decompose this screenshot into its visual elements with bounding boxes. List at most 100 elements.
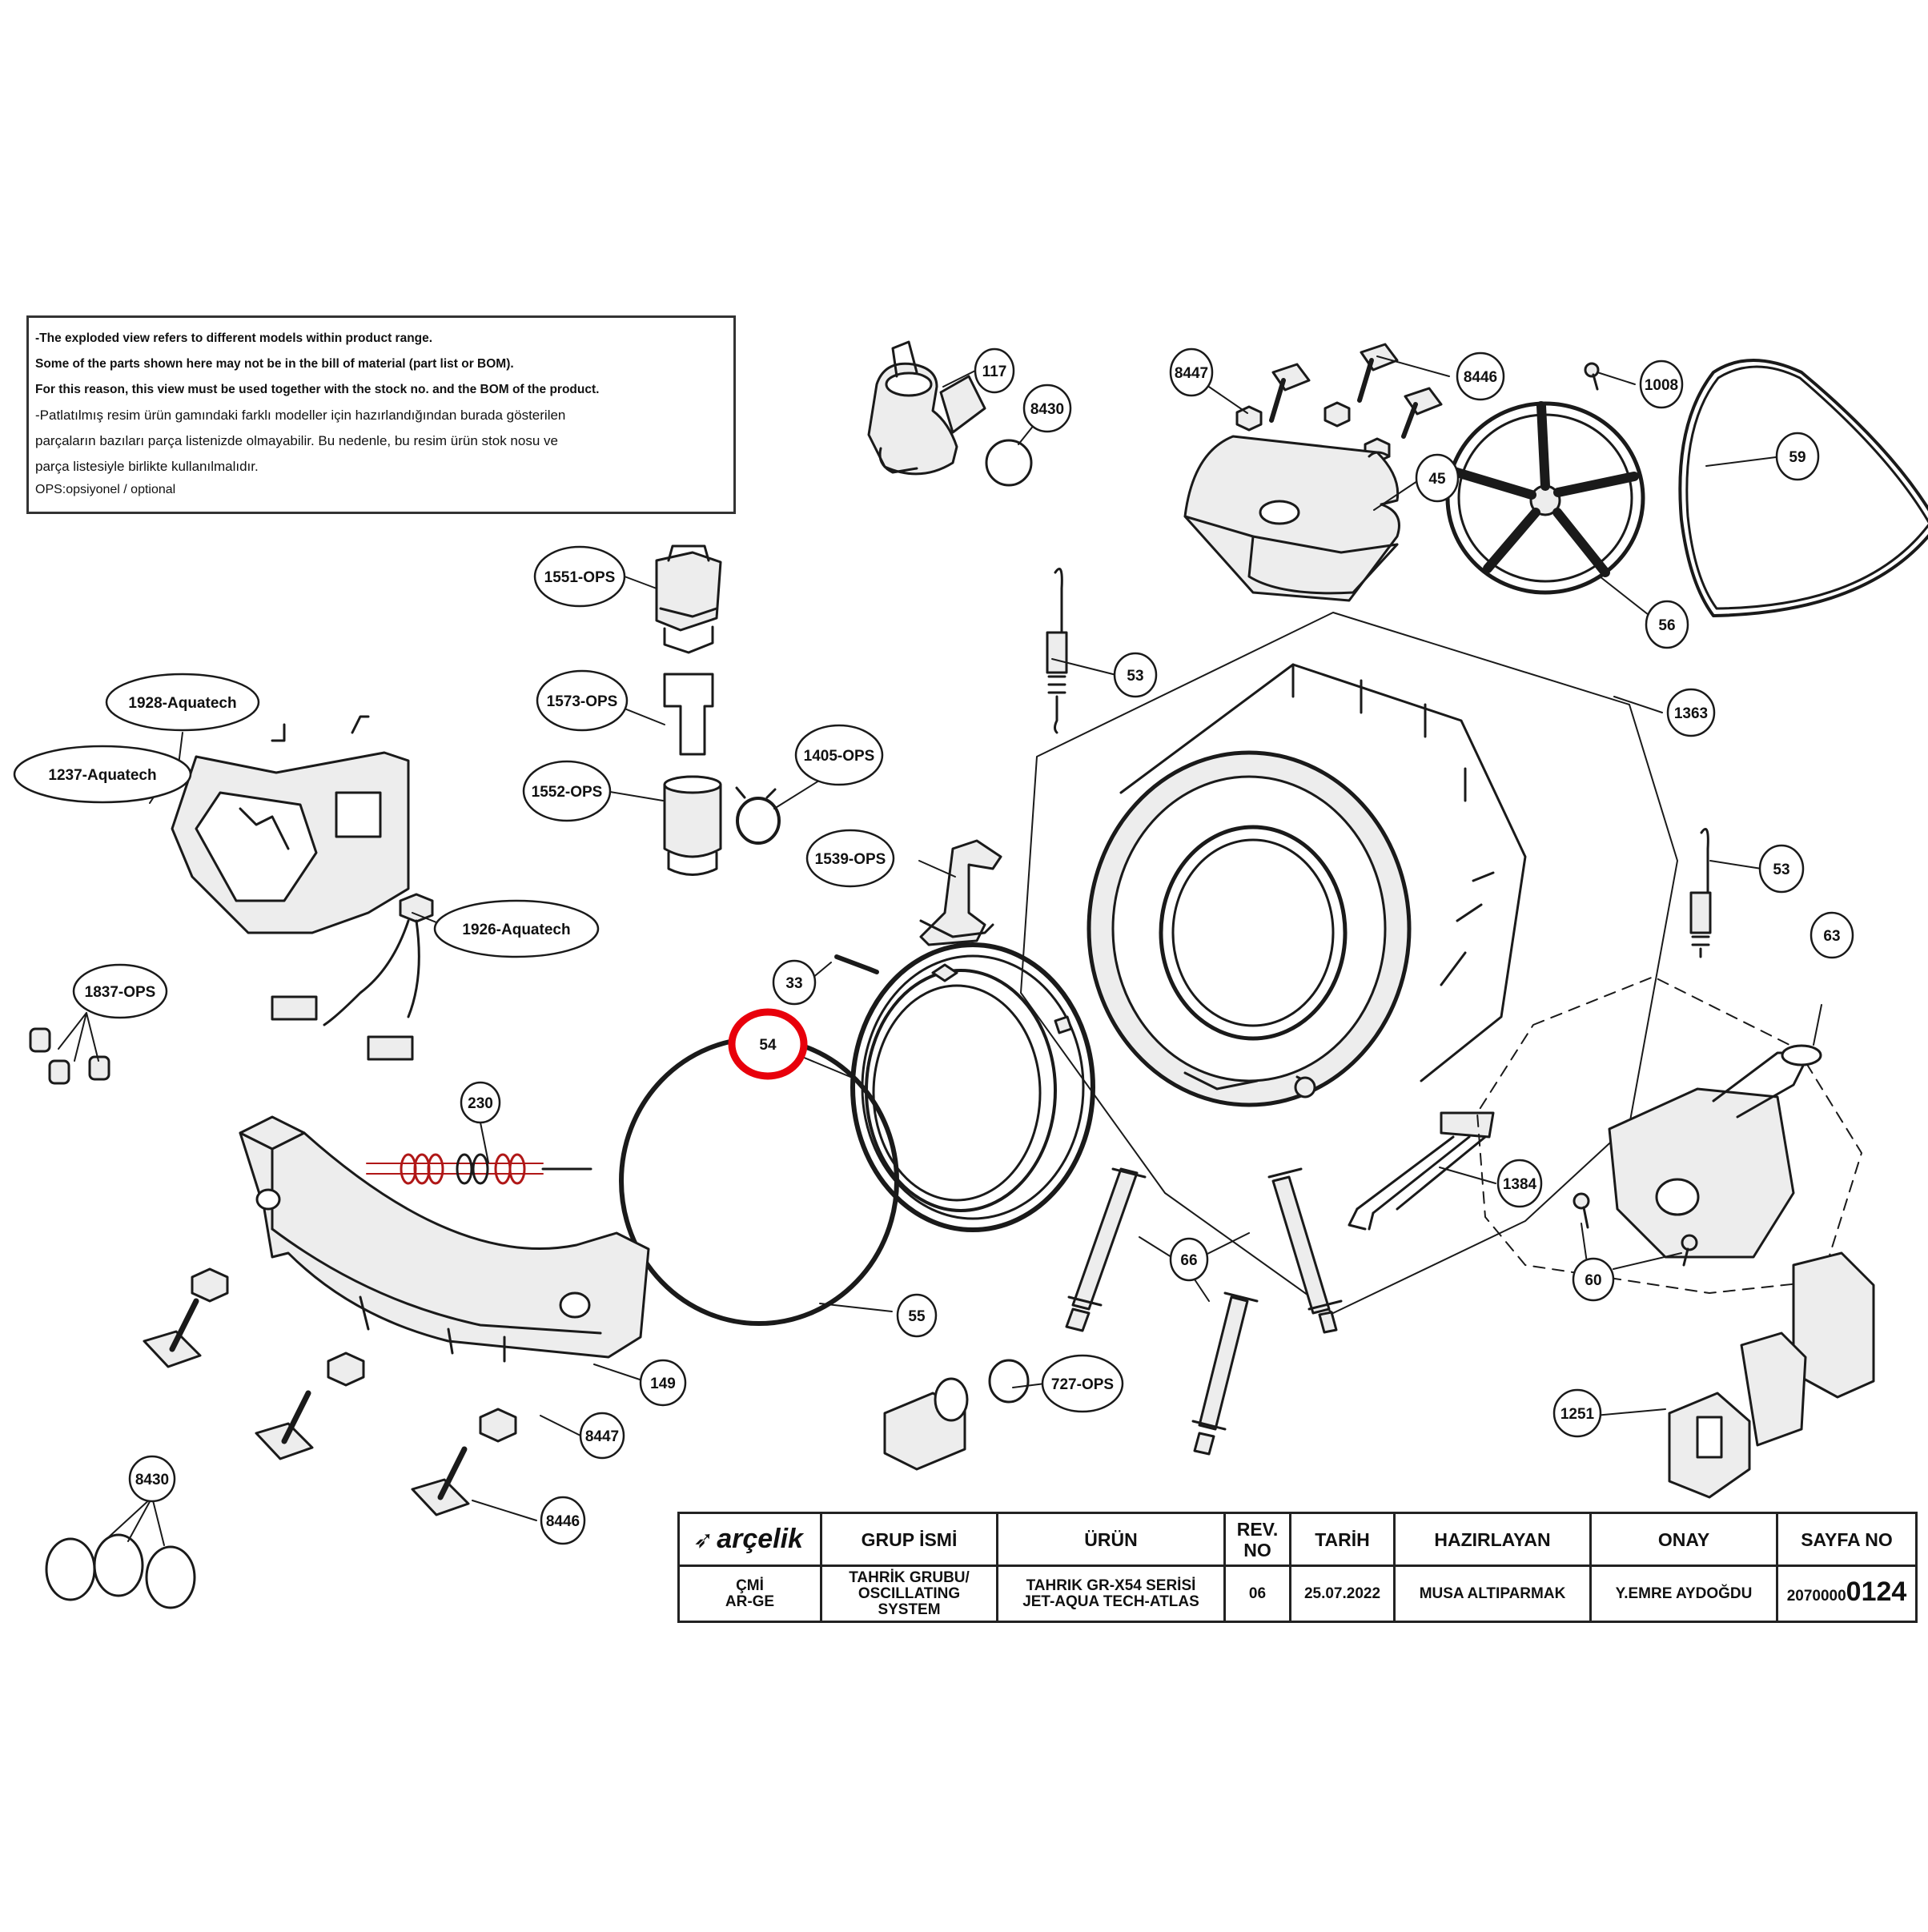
note-line-6: parça listesiyle birlikte kullanılmalıdı… — [35, 459, 259, 474]
callout-label: 1384 — [1503, 1176, 1537, 1193]
group-header: GRUP İSMİ — [820, 1512, 998, 1567]
prepared-value: MUSA ALTIPARMAK — [1393, 1564, 1592, 1623]
part-1551-sensor — [655, 544, 722, 654]
callout-label: 8447 — [1175, 365, 1208, 382]
part-1405-clamp — [735, 786, 781, 845]
callout-1552-ops: 1552-OPS — [522, 760, 612, 822]
callout-54: 54 — [728, 1008, 808, 1080]
callout-1551-ops: 1551-OPS — [533, 545, 626, 608]
department-line-1: ÇMİ — [736, 1577, 764, 1594]
note-line-7: OPS:opsiyonel / optional — [35, 483, 176, 496]
approval-value: Y.EMRE AYDOĞDU — [1589, 1564, 1778, 1623]
company-logo: ➶arçelik — [677, 1512, 822, 1567]
callout-bubble — [433, 899, 600, 958]
callout-117: 117 — [974, 347, 1015, 394]
part-63-motor — [1608, 1044, 1822, 1259]
callout-53: 53 — [1758, 844, 1805, 894]
note-line-3: For this reason, this view must be used … — [35, 383, 600, 396]
part-1539-bracket — [919, 839, 1002, 946]
part-727-valve — [883, 1359, 1030, 1471]
group-line-1: TAHRİK GRUBU/ — [849, 1568, 970, 1586]
callout-label: 1539-OPS — [815, 851, 886, 868]
note-line-1: -The exploded view refers to different m… — [35, 331, 433, 345]
part-66-shock-absorbers — [1065, 1167, 1343, 1456]
part-56-pulley — [1445, 401, 1645, 595]
group-value-cell: TAHRİK GRUBU/OSCILLATING SYSTEM — [820, 1564, 998, 1623]
part-lower-fasteners — [143, 1267, 517, 1516]
callout-8447: 8447 — [1169, 347, 1214, 397]
callout-1405-ops: 1405-OPS — [794, 724, 884, 786]
part-1363-tub — [1087, 663, 1527, 1107]
callout-bubble — [72, 963, 168, 1019]
callout-label: 53 — [1127, 668, 1143, 685]
callout-label: 1405-OPS — [804, 748, 875, 765]
page-number: 20700000124 — [1776, 1564, 1918, 1623]
prepared-header: HAZIRLAYAN — [1393, 1512, 1592, 1567]
callout-55: 55 — [896, 1293, 938, 1338]
part-1926-wiring — [271, 893, 434, 1061]
callout-label: 1008 — [1645, 377, 1678, 394]
product-header: ÜRÜN — [996, 1512, 1226, 1567]
callout-149: 149 — [639, 1359, 687, 1407]
part-1928-aquatech-module — [171, 715, 410, 934]
page-prefix: 2070000 — [1786, 1587, 1846, 1605]
rev-value: 06 — [1223, 1564, 1291, 1623]
part-54-door-gasket — [850, 942, 1095, 1232]
callout-1928-aquatech: 1928-Aquatech — [105, 673, 260, 732]
callout-56: 56 — [1645, 600, 1689, 649]
department-line-2: AR-GE — [725, 1593, 775, 1610]
callout-bubble — [794, 724, 884, 786]
note-line-4: -Patlatılmış resim ürün gamındaki farklı… — [35, 408, 566, 423]
callout-bubble — [1552, 1388, 1602, 1438]
callout-bubble — [1496, 1159, 1543, 1208]
callout-8447: 8447 — [579, 1412, 625, 1460]
callout-45: 45 — [1415, 453, 1460, 503]
approval-header: ONAY — [1589, 1512, 1778, 1567]
callout-bubble — [1810, 911, 1854, 959]
disclaimer-note-box: -The exploded view refers to different m… — [26, 315, 736, 514]
callout-label: 1551-OPS — [544, 569, 616, 586]
callout-8446: 8446 — [540, 1496, 586, 1545]
group-line-2: OSCILLATING SYSTEM — [858, 1585, 961, 1618]
callout-bubble — [772, 959, 817, 1006]
callout-label: 1251 — [1560, 1406, 1595, 1423]
part-60-motor-bolts — [1573, 1192, 1698, 1267]
note-line-5: parçaların bazıları parça listenizde olm… — [35, 433, 558, 448]
part-1552-cylinder — [663, 775, 722, 876]
callout-bubble — [540, 1496, 586, 1545]
callout-1573-ops: 1573-OPS — [536, 669, 629, 732]
callout-label: 53 — [1773, 862, 1789, 878]
callout-label: 66 — [1180, 1252, 1197, 1269]
callout-label: 33 — [785, 975, 802, 992]
part-8430-o-ring — [985, 439, 1033, 487]
callout-1384: 1384 — [1496, 1159, 1543, 1208]
callout-33: 33 — [772, 959, 817, 1006]
part-59-drive-belt — [1678, 359, 1928, 617]
callout-1363: 1363 — [1666, 688, 1716, 737]
callout-label: 60 — [1585, 1272, 1601, 1289]
callout-bubble — [728, 1008, 808, 1080]
date-header: TARİH — [1289, 1512, 1396, 1567]
callout-label: 63 — [1823, 928, 1840, 945]
callout-label: 1363 — [1674, 705, 1708, 722]
callout-1251: 1251 — [1552, 1388, 1602, 1438]
callout-1926-aquatech: 1926-Aquatech — [433, 899, 600, 958]
callout-63: 63 — [1810, 911, 1854, 959]
part-top-fasteners — [1235, 343, 1443, 464]
callout-60: 60 — [1572, 1257, 1615, 1302]
part-1837-sleeves — [29, 1027, 110, 1085]
callout-label: 230 — [468, 1095, 493, 1112]
callout-bubble — [1113, 652, 1158, 698]
part-55-clamp-ring — [619, 1036, 899, 1326]
callout-bubble — [460, 1081, 501, 1124]
leader-lines — [58, 355, 1822, 1546]
callout-230: 230 — [460, 1081, 501, 1124]
note-line-2: Some of the parts shown here may not be … — [35, 357, 514, 371]
callout-label: 55 — [908, 1308, 926, 1325]
callout-label: 1837-OPS — [85, 984, 156, 1001]
product-line-2: JET-AQUA TECH-ATLAS — [1022, 1593, 1199, 1610]
callout-label: 149 — [650, 1376, 676, 1392]
part-33-screw — [834, 954, 879, 974]
